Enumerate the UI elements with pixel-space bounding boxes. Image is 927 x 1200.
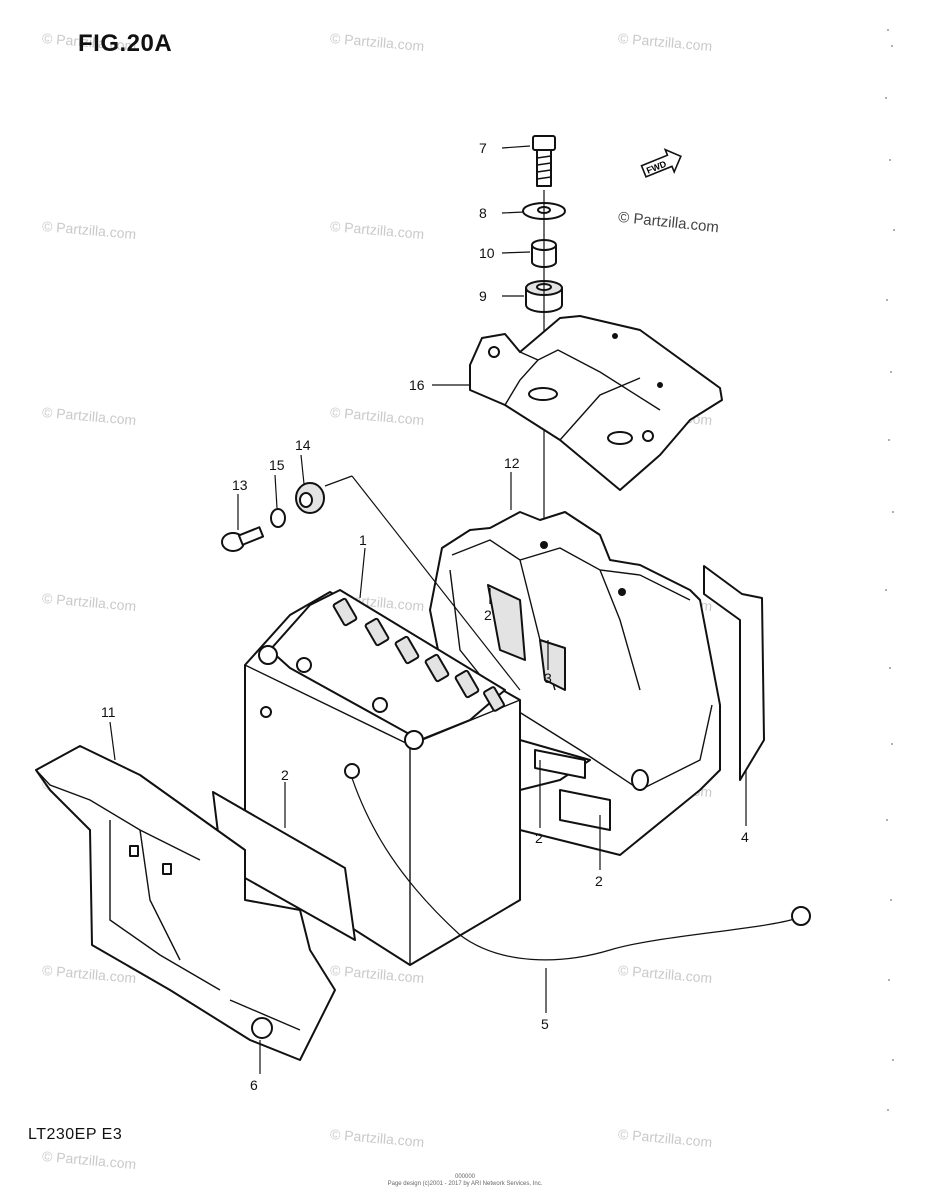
footer-line-2: Page design (c)2001 - 2017 by ARI Networ… [387, 1181, 543, 1187]
callout-7: 13 [232, 477, 248, 493]
model-label: LT230EP E3 [28, 1126, 123, 1143]
pad-4 [703, 565, 765, 781]
callout-5: 5 [541, 1016, 549, 1032]
callout-8: 14 [295, 437, 311, 453]
callout-2: 2 [484, 607, 492, 623]
grommet-8 [295, 482, 325, 514]
scan-edge-speckle [885, 29, 895, 1111]
figure-title: FIG.20A [78, 30, 173, 57]
battery-cover-14 [35, 745, 336, 1061]
callout-2: 2 [535, 830, 543, 846]
fwd-arrow-icon: FWD [640, 148, 682, 178]
callout-12: 9 [479, 288, 487, 304]
callout-2: 2 [281, 767, 289, 783]
washer-9 [270, 508, 286, 528]
callout-4: 4 [741, 829, 749, 845]
breather-cable-5 [344, 763, 811, 961]
footer-note: 000000 Page design (c)2001 - 2017 by ARI… [370, 1174, 560, 1188]
callout-6: 12 [504, 455, 520, 471]
bolt-10 [532, 135, 556, 187]
callout-13: 10 [479, 245, 495, 261]
callout-10: 7 [479, 140, 487, 156]
callout-9: 15 [269, 457, 285, 473]
callout-16: 16 [409, 377, 425, 393]
callout-2: 2 [595, 873, 603, 889]
bolt-7 [221, 526, 265, 552]
callout-3: 3 [544, 670, 552, 686]
grommet-12 [525, 280, 563, 313]
callout-leaders [109, 145, 747, 1074]
battery-hold-down-bracket-16 [469, 315, 723, 491]
callout-11: 8 [479, 205, 487, 221]
callout-1: 1 [359, 532, 367, 548]
footer-line-1: 000000 [454, 1174, 476, 1180]
callout-15: 6 [250, 1077, 258, 1093]
battery-holder-6 [429, 511, 721, 856]
callout-14: 11 [101, 704, 116, 720]
